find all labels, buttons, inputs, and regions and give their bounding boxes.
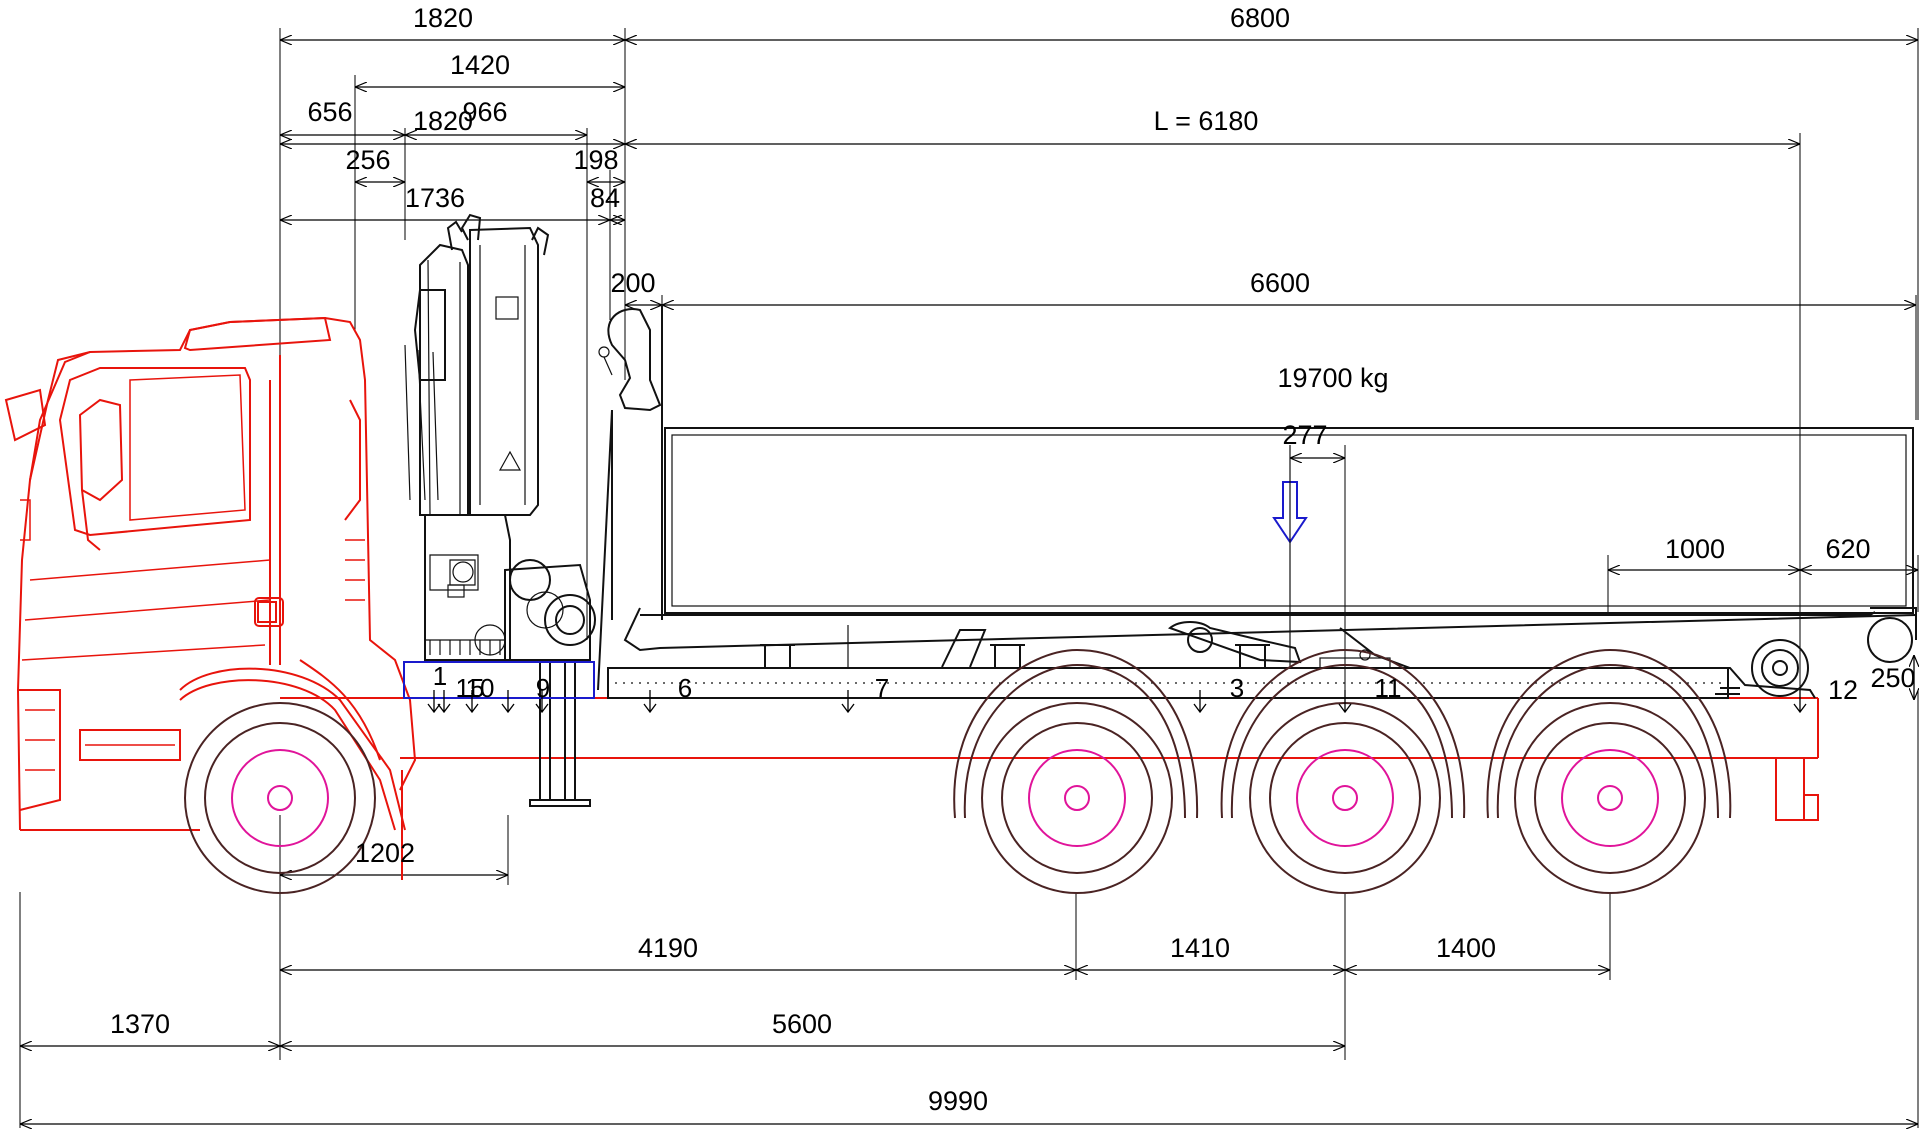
point-label-10: 10 — [466, 673, 495, 703]
point-label-11: 11 — [1375, 673, 1402, 703]
dim-1420: 1420 — [450, 50, 510, 80]
point-label-6: 6 — [678, 673, 692, 703]
dim-1000: 1000 — [1665, 534, 1725, 564]
dim-250: 250 — [1870, 663, 1915, 693]
dim-256: 256 — [345, 145, 390, 175]
dim-966: 966 — [462, 97, 507, 127]
dim-9990: 9990 — [928, 1086, 988, 1116]
load-weight-label: 19700 kg — [1277, 363, 1388, 393]
load-arrow — [1272, 481, 1308, 544]
dim-84: 84 — [590, 183, 620, 213]
dim-620: 620 — [1825, 534, 1870, 564]
dim-1820-mid: 1820 — [413, 106, 473, 136]
dim-5600: 5600 — [772, 1009, 832, 1039]
dim-1370: 1370 — [110, 1009, 170, 1039]
extension-lines — [19, 28, 1919, 1128]
point-markers — [427, 445, 1807, 714]
hooklift-body — [597, 305, 1917, 699]
dim-198: 198 — [573, 145, 618, 175]
dim-1820-top: 1820 — [413, 3, 473, 33]
dim-12: 12 — [1828, 675, 1858, 705]
point-label-9: 9 — [536, 673, 550, 703]
dim-6800: 6800 — [1230, 3, 1290, 33]
loader-crane — [404, 213, 596, 807]
dim-1736: 1736 — [405, 183, 465, 213]
rear-wheel-2 — [1220, 648, 1466, 894]
dimension-labels: 1820 6800 1420 656 1820 966 256 198 1736… — [110, 3, 1916, 1116]
truck-cab — [4, 316, 417, 880]
dim-277: 277 — [1282, 420, 1327, 450]
point-labels: 1 15 10 9 6 7 3 11 — [433, 661, 1402, 703]
point-label-3: 3 — [1230, 673, 1244, 703]
dim-1410: 1410 — [1170, 933, 1230, 963]
dim-1400: 1400 — [1436, 933, 1496, 963]
dim-4190: 4190 — [638, 933, 698, 963]
point-label-7: 7 — [875, 673, 889, 703]
rear-wheel-1 — [953, 648, 1199, 894]
point-label-15: 15 — [456, 673, 485, 703]
rear-wheel-3 — [1486, 648, 1732, 894]
front-wheel — [184, 702, 376, 894]
dim-656: 656 — [307, 97, 352, 127]
dim-1202: 1202 — [355, 838, 415, 868]
dimension-lines — [20, 40, 1918, 1124]
dim-L-6180: L = 6180 — [1154, 106, 1259, 136]
point-label-1: 1 — [433, 661, 447, 691]
dim-200: 200 — [610, 268, 655, 298]
dim-6600: 6600 — [1250, 268, 1310, 298]
crane-base-box — [403, 661, 595, 699]
